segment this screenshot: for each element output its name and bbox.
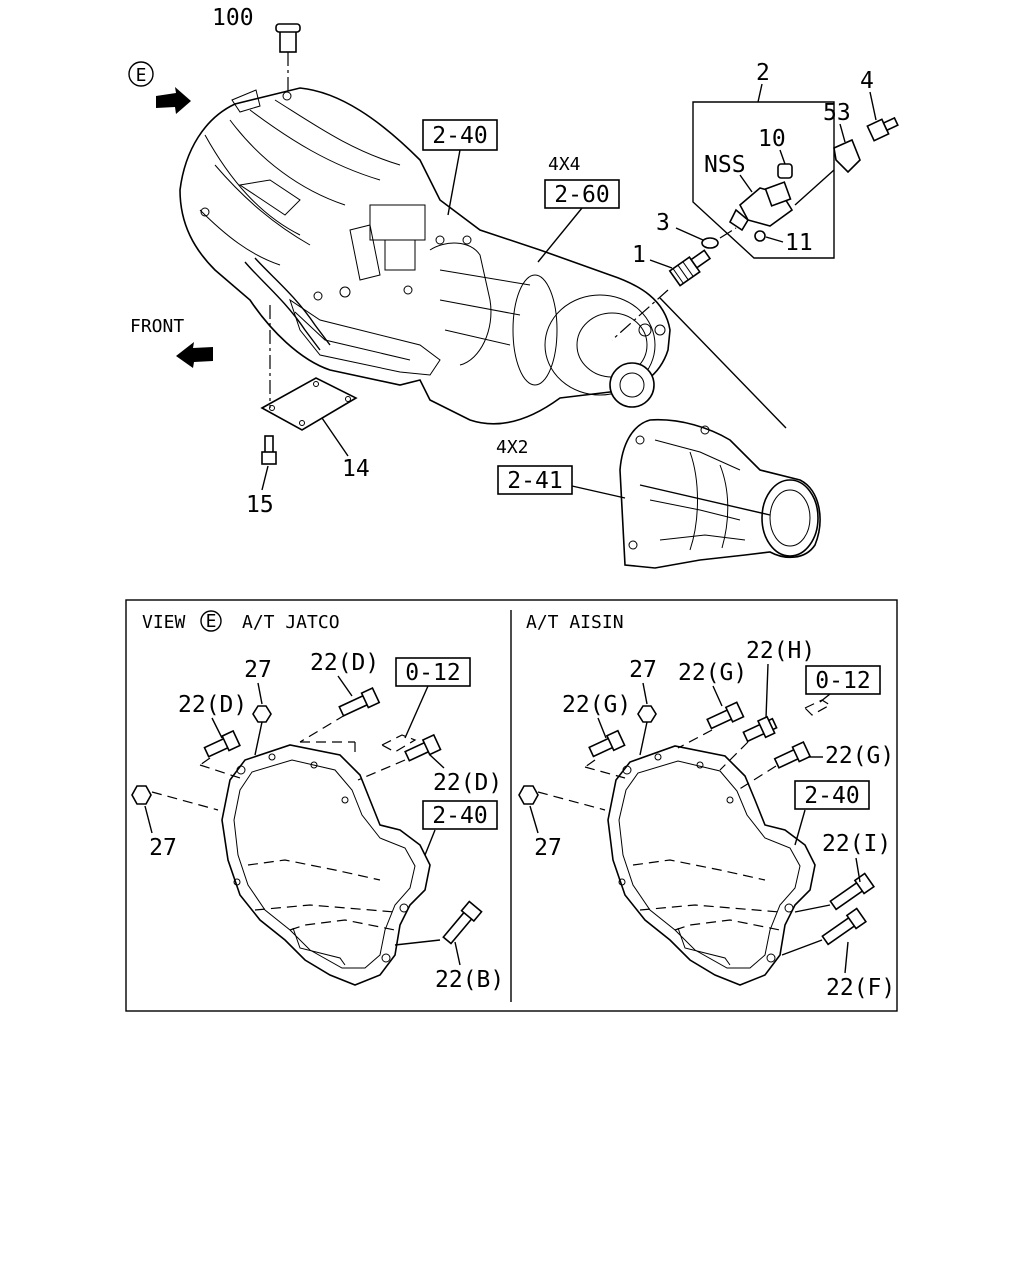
- callout-10: 10: [758, 126, 786, 152]
- jatco-dowel: [380, 734, 417, 753]
- aisin-nut-27-top: [637, 705, 657, 723]
- front-arrow: [176, 342, 213, 368]
- aisin-ref-box-0-12: [805, 665, 881, 695]
- jatco-callout-27-left: 27: [149, 835, 177, 861]
- ref-2-60-label: 2-60: [554, 182, 609, 208]
- aisin-callout-22h: 22(H): [746, 638, 815, 664]
- ref-box-2-41: [497, 465, 573, 495]
- aisin-nut-27-left: [518, 785, 539, 805]
- aisin-callout-22g-top: 22(G): [678, 660, 747, 686]
- jatco-title-suffix: A/T JATCO: [242, 612, 340, 633]
- leader-2-41: [571, 485, 626, 499]
- aisin-callout-22i: 22(I): [822, 831, 891, 857]
- callout-3: 3: [656, 210, 670, 236]
- jatco-nut-27-left: [131, 785, 152, 805]
- jatco-nut-27-top: [252, 705, 272, 723]
- aisin-dowel: [803, 699, 832, 716]
- variant-4x2-label: 4X2: [496, 437, 529, 458]
- ref-box-2-40-top: [422, 119, 498, 151]
- part-53-bracket: [833, 138, 861, 174]
- leader-2-60: [537, 207, 583, 263]
- aisin-ref-box-2-40: [794, 780, 870, 810]
- jatco-bolt-22b: [442, 900, 483, 945]
- jatco-ref-0-12-label: 0-12: [405, 660, 460, 686]
- part-4-bolt: [866, 116, 899, 142]
- part-11-clip: [754, 230, 766, 242]
- jatco-title-marker: E: [206, 611, 217, 632]
- aisin-bolt-22h: [742, 715, 778, 743]
- callout-14: 14: [342, 456, 370, 482]
- callout-15: 15: [246, 492, 274, 518]
- aisin-callout-27-top: 27: [629, 657, 657, 683]
- aisin-callout-22f: 22(F): [826, 975, 895, 1001]
- aisin-title: A/T AISIN: [526, 612, 624, 633]
- callout-100: 100: [212, 5, 254, 31]
- part-1-gear: [668, 249, 712, 287]
- variant-4x4-label: 4X4: [548, 154, 581, 175]
- jatco-ref-box-0-12: [395, 657, 471, 687]
- front-label: FRONT: [130, 316, 184, 337]
- part-100-plug: [275, 23, 301, 92]
- callout-nss: NSS: [704, 152, 746, 178]
- part-14-gasket: [260, 377, 358, 431]
- view-e-frame: [125, 599, 898, 1012]
- part-3-washer: [701, 237, 719, 249]
- aisin-callout-27-left: 27: [534, 835, 562, 861]
- view-e-arrow: [156, 87, 191, 114]
- aisin-callout-22g-left: 22(G): [562, 692, 631, 718]
- aisin-ref-2-40-label: 2-40: [804, 783, 859, 809]
- ref-2-40-top-label: 2-40: [432, 123, 487, 149]
- ref-2-41-label: 2-41: [507, 468, 562, 494]
- jatco-bolt-22d-top: [338, 686, 381, 717]
- aisin-ref-0-12-label: 0-12: [815, 668, 870, 694]
- jatco-title-marker-circle: [200, 610, 222, 632]
- callout-11: 11: [785, 230, 813, 256]
- aisin-bellhousing-gasket: [607, 745, 816, 986]
- part-10-cap: [777, 163, 793, 179]
- nss-switch: [728, 181, 794, 232]
- jatco-bolt-22d-left: [203, 729, 241, 758]
- aisin-bolt-22g-left: [588, 729, 626, 758]
- aisin-bolt-22f: [821, 907, 868, 946]
- jatco-ref-2-40-label: 2-40: [432, 803, 487, 829]
- aisin-bolt-22i: [829, 872, 876, 911]
- jatco-callout-27-top: 27: [244, 657, 272, 683]
- jatco-callout-22d-right: 22(D): [433, 770, 502, 796]
- jatco-title-prefix: VIEW: [142, 612, 186, 633]
- transmission-body: [179, 87, 671, 425]
- jatco-bolt-22d-right: [404, 733, 442, 762]
- aisin-bolt-22g-top: [706, 701, 745, 730]
- aisin-bolt-22g-right: [773, 740, 812, 769]
- extension-housing-4x2: [619, 418, 821, 569]
- part-15-bolt: [261, 435, 277, 465]
- jatco-ref-box-2-40: [422, 800, 498, 830]
- callout-1: 1: [632, 242, 646, 268]
- jatco-callout-22d-top: 22(D): [310, 650, 379, 676]
- view-e-marker: E: [128, 61, 154, 87]
- jatco-callout-22b: 22(B): [435, 967, 504, 993]
- callout-2: 2: [756, 60, 770, 86]
- view-e-marker-letter: E: [136, 65, 147, 86]
- callout-53: 53: [823, 100, 851, 126]
- aisin-callout-22g-right: 22(G): [825, 743, 894, 769]
- leader-2-40-top: [447, 149, 461, 216]
- jatco-bellhousing-gasket: [221, 744, 431, 986]
- group-box-part-2: [692, 101, 835, 259]
- callout-4: 4: [860, 68, 874, 94]
- jatco-callout-22d-left: 22(D): [178, 692, 247, 718]
